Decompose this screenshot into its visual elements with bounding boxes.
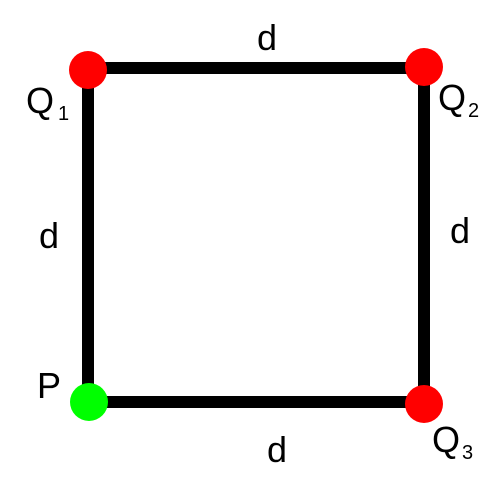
side-label-top: d — [257, 17, 277, 58]
vertex-q3 — [405, 385, 443, 423]
vertex-q2 — [405, 48, 443, 86]
side-label-left: d — [39, 215, 59, 256]
vertex-label-q3-subscript: 3 — [462, 442, 473, 464]
side-label-right: d — [450, 210, 470, 251]
vertex-label-q2-subscript: 2 — [468, 100, 479, 122]
vertex-label-q3-name: Q — [432, 419, 460, 460]
vertex-q1 — [69, 51, 107, 89]
vertex-label-q1-name: Q — [26, 80, 54, 121]
vertex-p — [70, 383, 108, 421]
vertex-label-q2-name: Q — [438, 77, 466, 118]
vertex-label-p: P — [37, 365, 61, 406]
vertex-label-q1-subscript: 1 — [58, 103, 69, 125]
side-label-bottom: d — [267, 429, 287, 470]
